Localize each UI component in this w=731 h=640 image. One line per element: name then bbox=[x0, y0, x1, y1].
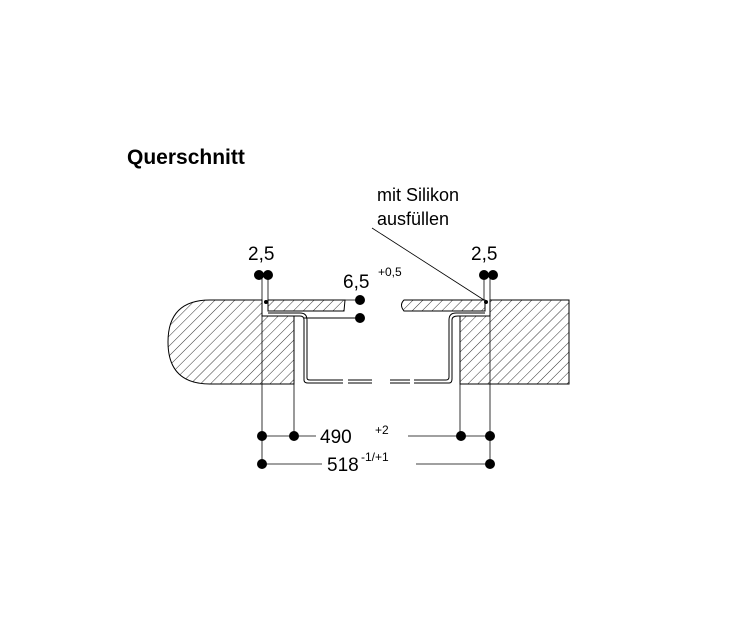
dim-cutout: 490 bbox=[320, 427, 352, 448]
title: Querschnitt bbox=[127, 146, 245, 169]
annotation-line2: ausfüllen bbox=[377, 209, 449, 229]
silicone-joint-right bbox=[484, 300, 488, 304]
glass-right bbox=[401, 299, 486, 312]
dim-glass-height-tol: +0,5 bbox=[378, 265, 402, 279]
dimension-dots bbox=[254, 270, 498, 469]
dim-overall-tol: -1/+1 bbox=[361, 450, 389, 464]
countertop-left bbox=[167, 299, 295, 385]
dim-joint-right: 2,5 bbox=[471, 244, 497, 265]
leader-line bbox=[371, 227, 485, 301]
dim-cutout-tol: +2 bbox=[375, 423, 389, 437]
hob-frame bbox=[262, 312, 490, 384]
dim-overall: 518 bbox=[327, 455, 359, 476]
dim-joint-left: 2,5 bbox=[248, 244, 274, 265]
silicone-joint-left bbox=[264, 300, 268, 304]
annotation-line1: mit Silikon bbox=[377, 185, 459, 205]
glass-left bbox=[267, 299, 346, 312]
dim-glass-height: 6,5 bbox=[343, 272, 369, 293]
